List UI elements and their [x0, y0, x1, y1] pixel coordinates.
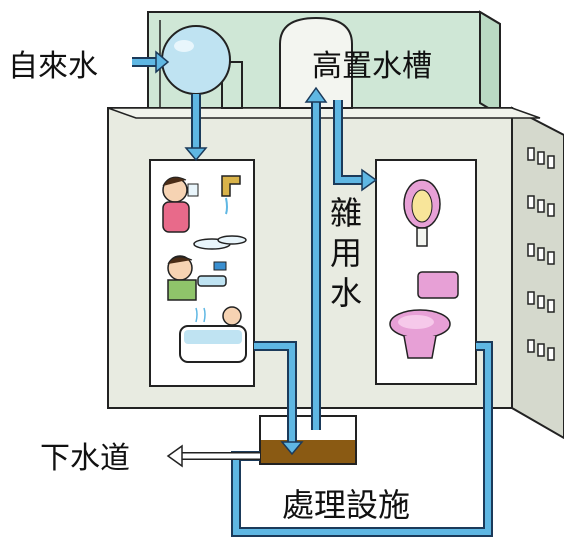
pipes [132, 50, 493, 537]
grey-water-label-1: 雜 [330, 194, 362, 232]
domestic-room [149, 159, 255, 387]
toilet-icon [389, 271, 459, 359]
sewer-label: 下水道 [40, 441, 130, 476]
bathtub-icon [179, 306, 247, 363]
faucet-icon [221, 175, 241, 215]
toilet-room [375, 159, 477, 385]
grey-water-label-3: 水 [330, 274, 362, 312]
high-tank-label: 高置水槽 [312, 49, 432, 84]
side-windows [527, 147, 555, 361]
tap-water-tank [161, 25, 243, 109]
treatment-tank [259, 415, 357, 465]
urinal-icon [403, 179, 441, 247]
high-tank [279, 16, 353, 109]
person-drinking-icon [162, 176, 199, 233]
grey-water-label-2: 用 [330, 234, 362, 272]
tap-water-label: 自來水 [8, 49, 98, 84]
treatment-label: 處理設施 [282, 486, 410, 524]
dishes-icon [193, 235, 247, 250]
person-washing-icon [167, 255, 227, 301]
